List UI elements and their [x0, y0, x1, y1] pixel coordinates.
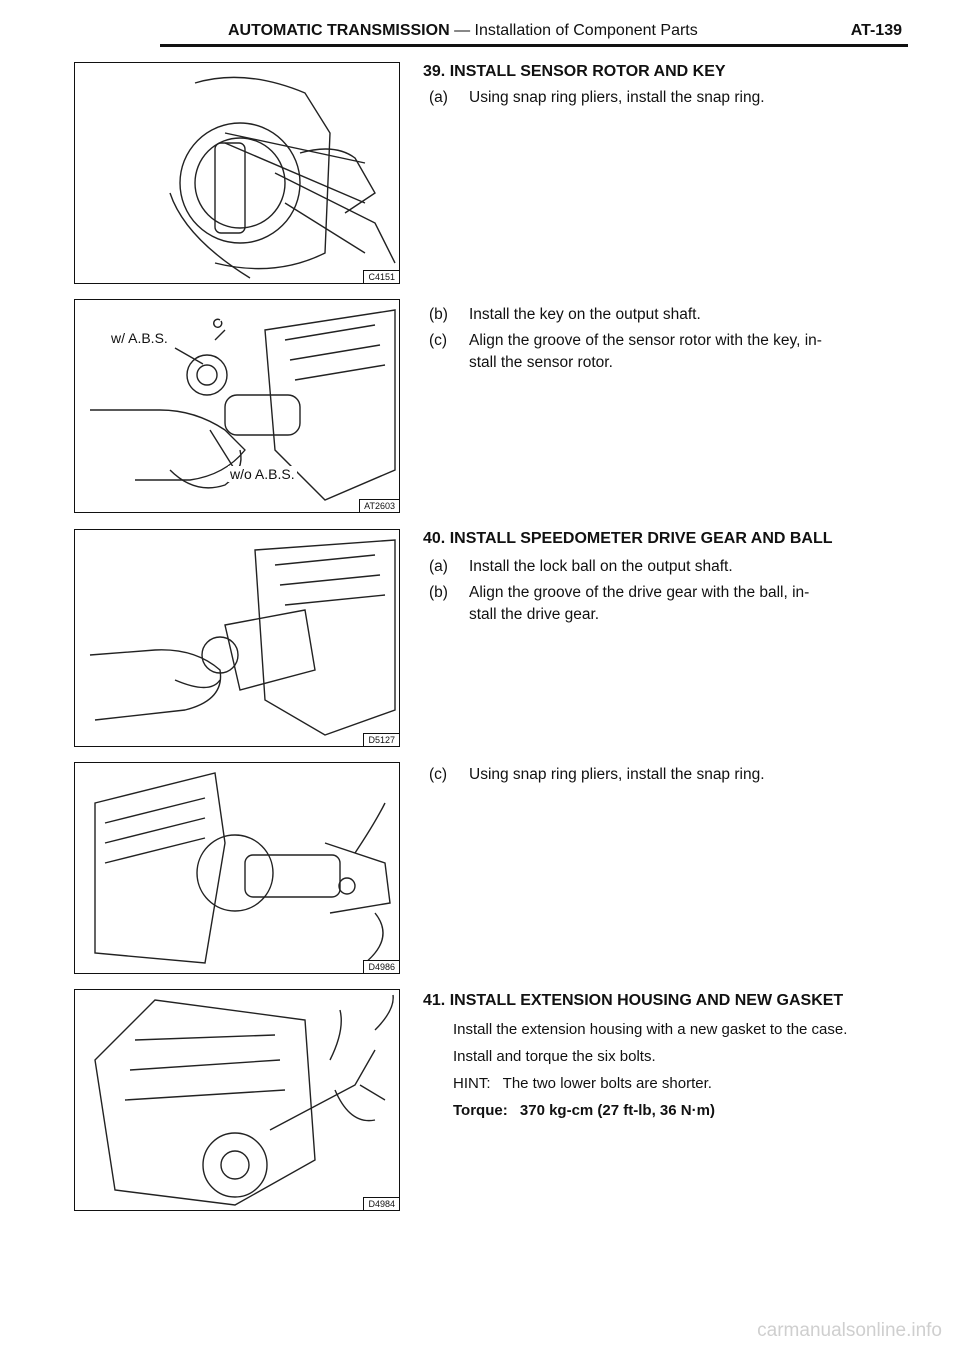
figure-code: AT2603	[359, 499, 399, 512]
figure-code: D4984	[363, 1197, 399, 1210]
step-label: (a)	[429, 558, 448, 575]
step-label: (b)	[429, 306, 448, 323]
header-subsection: — Installation of Component Parts	[449, 22, 698, 39]
step-41-paragraph-2: Install and torque the six bolts.	[453, 1048, 656, 1065]
callout-with-abs: w/ A.B.S.	[109, 330, 170, 346]
step-label: (b)	[429, 584, 448, 601]
step-text: Install the lock ball on the output shaf…	[469, 558, 733, 575]
step-40-title: 40. INSTALL SPEEDOMETER DRIVE GEAR AND B…	[423, 530, 833, 547]
figure-extension-housing: D4984	[74, 989, 400, 1211]
step-text: Align the groove of the sensor rotor wit…	[469, 332, 822, 349]
illustration-extension-housing	[94, 994, 394, 1206]
step-39-title: 39. INSTALL SENSOR ROTOR AND KEY	[423, 63, 726, 80]
step-label: (a)	[429, 89, 448, 106]
figure-code: D5127	[363, 733, 399, 746]
figure-sensor-rotor: w/ A.B.S. w/o A.B.S. AT2603	[74, 299, 400, 513]
step-text: Using snap ring pliers, install the snap…	[469, 766, 765, 783]
illustration-snap-ring-pliers	[169, 76, 396, 279]
illustration-snap-ring-drive-gear	[94, 772, 391, 964]
step-label: (c)	[429, 766, 448, 783]
figure-speedometer-drive-gear: D5127	[74, 529, 400, 747]
page-number: AT-139	[850, 22, 902, 39]
step-41-title: 41. INSTALL EXTENSION HOUSING AND NEW GA…	[423, 992, 844, 1009]
step-40-b: (b) Align the groove of the drive gear wi…	[429, 582, 899, 626]
page-header: AUTOMATIC TRANSMISSION — Installation of…	[160, 22, 908, 47]
step-text: Install the key on the output shaft.	[469, 306, 701, 323]
figure-snap-ring-drive-gear: D4986	[74, 762, 400, 974]
step-39-b: (b) Install the key on the output shaft.	[429, 304, 899, 326]
step-41-hint: HINT: The two lower bolts are shorter.	[453, 1074, 913, 1094]
step-label: (c)	[429, 332, 448, 349]
torque-label: Torque:	[453, 1102, 508, 1119]
figure-snap-ring-output-shaft: C4151	[74, 62, 400, 284]
step-text-continued: stall the sensor rotor.	[469, 354, 613, 371]
step-text: Align the groove of the drive gear with …	[469, 584, 810, 601]
step-41-torque: Torque: 370 kg-cm (27 ft-lb, 36 N·m)	[453, 1101, 913, 1121]
torque-value: 370 kg-cm (27 ft-lb, 36 N·m)	[519, 1102, 715, 1119]
step-text-continued: stall the drive gear.	[469, 606, 600, 623]
header-title: AUTOMATIC TRANSMISSION — Installation of…	[228, 22, 698, 40]
watermark: carmanualsonline.info	[757, 1320, 942, 1341]
step-39-c: (c) Align the groove of the sensor rotor …	[429, 330, 899, 374]
step-41-paragraph-1: Install the extension housing with a new…	[453, 1021, 848, 1038]
illustration-drive-gear	[89, 539, 396, 736]
figure-code: D4986	[363, 960, 399, 973]
step-39-a: (a) Using snap ring pliers, install the s…	[429, 87, 899, 109]
illustration-sensor-rotor	[90, 309, 396, 501]
header-section: AUTOMATIC TRANSMISSION	[228, 22, 450, 39]
hint-text: The two lower bolts are shorter.	[502, 1075, 712, 1092]
step-40-c: (c) Using snap ring pliers, install the s…	[429, 764, 899, 786]
hint-label: HINT:	[453, 1075, 491, 1092]
step-text: Using snap ring pliers, install the snap…	[469, 89, 765, 106]
callout-without-abs: w/o A.B.S.	[228, 466, 297, 482]
step-40-a: (a) Install the lock ball on the output s…	[429, 556, 899, 578]
figure-code: C4151	[363, 270, 399, 283]
